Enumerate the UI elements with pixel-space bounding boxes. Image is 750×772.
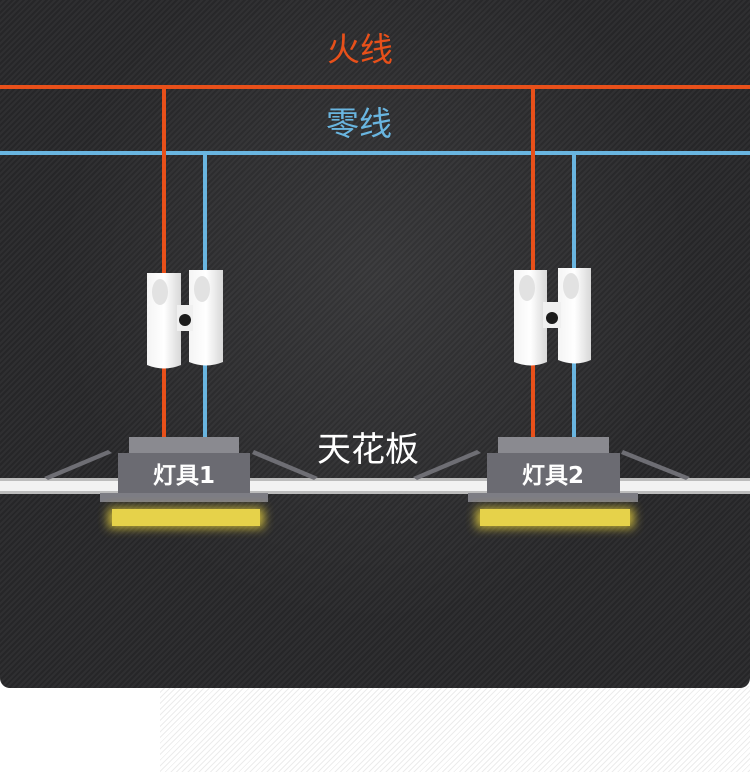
- fixture-1-label: 灯具1: [152, 463, 215, 489]
- ceiling-label: 天花板: [317, 430, 419, 470]
- wire-connector-2: [514, 268, 591, 366]
- light-fixture-2: [413, 437, 690, 528]
- neutral-wire-label: 零线: [326, 104, 392, 143]
- fixture-2-label: 灯具2: [521, 463, 584, 489]
- diagram-panel: 火线 零线 天花板 灯具1 灯具2: [0, 0, 750, 688]
- wire-connector-1: [147, 270, 223, 369]
- light-fixture-1: [44, 437, 318, 528]
- live-wire-label: 火线: [327, 30, 393, 69]
- wiring-diagram: [0, 85, 750, 528]
- hatched-backdrop: [160, 686, 750, 772]
